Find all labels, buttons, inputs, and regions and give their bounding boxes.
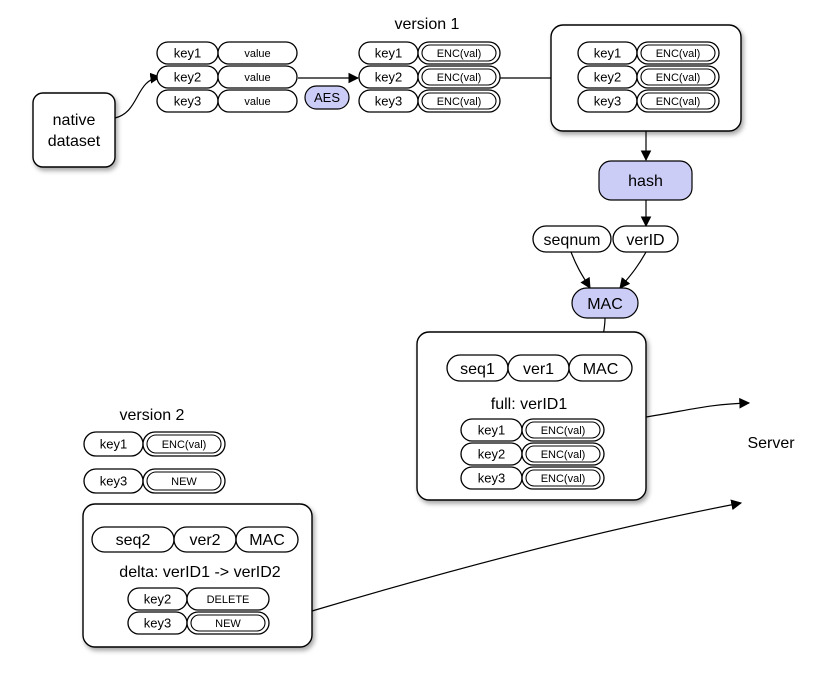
key-label: key3 xyxy=(100,474,127,489)
native-dataset-label-line2: dataset xyxy=(48,133,101,150)
table-row: key2 DELETE xyxy=(127,587,270,611)
full-snapshot-box: seq1 ver1 MAC full: verID1 key1 ENC(val)… xyxy=(416,331,647,501)
version2-title: version 2 xyxy=(120,407,185,424)
edge-verid-to-mac xyxy=(619,251,647,289)
value-label: ENC(val) xyxy=(541,449,586,461)
native-dataset-node: native dataset xyxy=(32,92,116,168)
key-label: key3 xyxy=(144,616,171,631)
edge-full-to-server xyxy=(645,397,751,418)
table-row: key1 ENC(val) xyxy=(83,431,226,457)
header-seq: seq1 xyxy=(460,361,495,378)
edge-delta-to-server xyxy=(311,499,743,612)
table-row: key2 value xyxy=(156,65,298,89)
key-label: key2 xyxy=(594,70,621,85)
value-label: DELETE xyxy=(207,594,250,606)
table-row: key2 ENC(val) xyxy=(358,65,501,89)
value-label: NEW xyxy=(171,476,197,488)
key-label: key2 xyxy=(375,70,402,85)
table-row: key3 NEW xyxy=(83,468,226,494)
seqnum-verid-pair: seqnum verID xyxy=(532,225,679,253)
hash-label: hash xyxy=(628,173,663,190)
native-dataset-label-line1: native xyxy=(53,112,96,129)
mac-operation: MAC xyxy=(571,287,639,319)
table-row: key1 value xyxy=(156,41,298,65)
value-label: ENC(val) xyxy=(541,425,586,437)
table-row: key2 ENC(val) xyxy=(460,442,605,466)
table-row: key1 ENC(val) xyxy=(577,41,720,65)
header-seq: seq2 xyxy=(116,532,151,549)
value-label: ENC(val) xyxy=(541,473,586,485)
value-label: value xyxy=(244,96,270,108)
delta-snapshot-title: delta: verID1 -> verID2 xyxy=(119,564,281,581)
table-row: key2 ENC(val) xyxy=(577,65,720,89)
table-row: key3 NEW xyxy=(127,611,270,635)
server-label: Server xyxy=(747,435,795,452)
table-row: key1 ENC(val) xyxy=(358,41,501,65)
plaintext-table: key1 value key2 value key3 value xyxy=(156,41,298,113)
value-label: ENC(val) xyxy=(437,96,482,108)
full-snapshot-title: full: verID1 xyxy=(491,396,568,413)
seqnum-label: seqnum xyxy=(544,232,601,249)
value-label: ENC(val) xyxy=(437,48,482,60)
edge-seqnum-to-mac xyxy=(570,251,591,289)
edge-dataset-to-table xyxy=(114,72,162,119)
version1-title: version 1 xyxy=(395,16,460,33)
value-label: ENC(val) xyxy=(656,48,701,60)
table-row: key3 ENC(val) xyxy=(460,466,605,490)
delta-snapshot-box: seq2 ver2 MAC delta: verID1 -> verID2 ke… xyxy=(82,503,313,648)
key-label: key1 xyxy=(375,46,402,61)
key-label: key2 xyxy=(144,592,171,607)
key-label: key2 xyxy=(478,447,505,462)
table-row: key1 ENC(val) xyxy=(460,418,605,442)
value-label: value xyxy=(244,48,270,60)
aes-label: AES xyxy=(314,90,340,105)
value-label: NEW xyxy=(215,618,241,630)
mac-label: MAC xyxy=(587,296,623,313)
version1-table: version 1 key1 ENC(val) key2 ENC(val) ke… xyxy=(358,16,501,113)
value-label: value xyxy=(244,72,270,84)
aes-operation: AES xyxy=(304,85,350,110)
table-row: key3 value xyxy=(156,89,298,113)
hash-operation: hash xyxy=(598,160,693,201)
key-label: key1 xyxy=(478,423,505,438)
bundle-v1-box: key1 ENC(val) key2 ENC(val) key3 ENC(val… xyxy=(550,24,742,132)
table-row: key3 ENC(val) xyxy=(358,89,501,113)
version2-table: version 2 key1 ENC(val) key3 NEW xyxy=(83,407,226,494)
key-label: key3 xyxy=(594,94,621,109)
key-label: key1 xyxy=(174,46,201,61)
key-label: key1 xyxy=(594,46,621,61)
key-label: key3 xyxy=(375,94,402,109)
value-label: ENC(val) xyxy=(162,439,207,451)
header-ver: ver2 xyxy=(189,532,220,549)
key-label: key1 xyxy=(100,437,127,452)
value-label: ENC(val) xyxy=(656,72,701,84)
value-label: ENC(val) xyxy=(656,96,701,108)
header-mac: MAC xyxy=(583,361,619,378)
header-ver: ver1 xyxy=(523,361,554,378)
value-label: ENC(val) xyxy=(437,72,482,84)
key-label: key2 xyxy=(174,70,201,85)
header-mac: MAC xyxy=(249,532,285,549)
key-label: key3 xyxy=(174,94,201,109)
verid-label: verID xyxy=(626,232,664,249)
edges xyxy=(114,72,751,612)
key-label: key3 xyxy=(478,471,505,486)
table-row: key3 ENC(val) xyxy=(577,89,720,113)
